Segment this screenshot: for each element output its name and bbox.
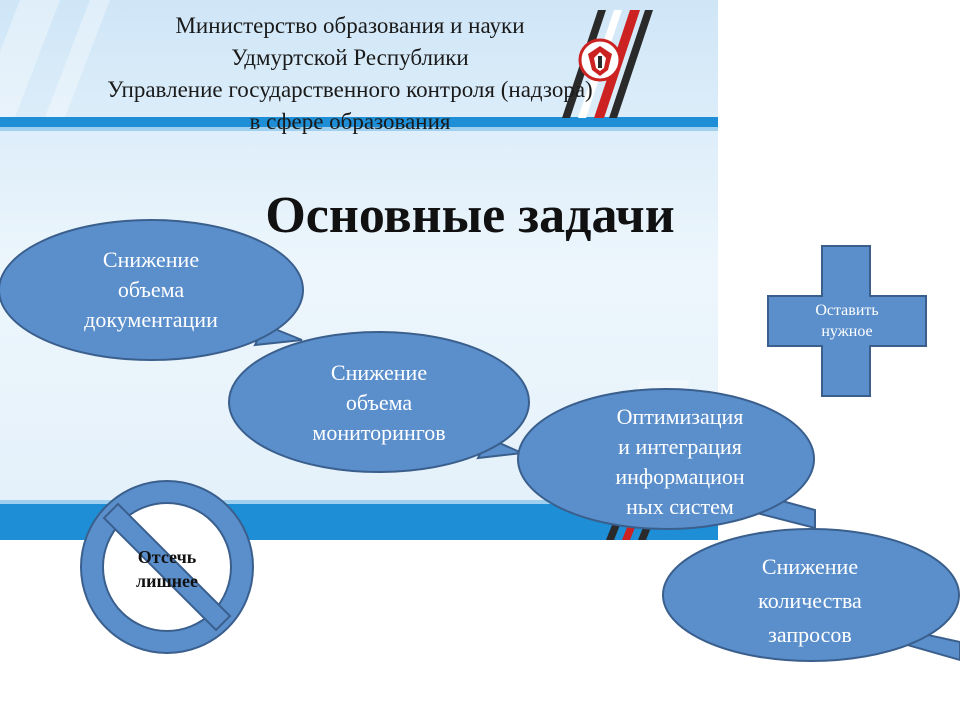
callout-requests: Снижение количества запросов xyxy=(690,550,930,652)
slide-title: Основные задачи xyxy=(265,187,675,244)
prohibition-line-2: лишнее xyxy=(135,571,198,591)
prohibition-icon xyxy=(80,480,254,654)
callout-shape-3 xyxy=(517,388,816,530)
plus-icon xyxy=(767,245,927,397)
callout-4-line-1: Снижение xyxy=(761,554,859,579)
callout-monitoring: Снижение объема мониторингов xyxy=(248,358,510,448)
callout-shape-2 xyxy=(228,331,530,473)
callout-4-line-3: запросов xyxy=(768,622,852,647)
plus-line-1: Оставить xyxy=(815,302,879,319)
plus-line-2: нужное xyxy=(821,323,873,340)
prohibition-sign-label: Отсечь лишнее xyxy=(102,545,232,593)
callout-optimization: Оптимизация и интеграция информацион ных… xyxy=(560,402,800,522)
header-line-4: в сфере образования xyxy=(249,109,451,134)
callout-3-line-3: информацион xyxy=(615,464,745,489)
callout-shape-4 xyxy=(662,528,960,662)
callout-2-line-2: объема xyxy=(345,390,413,415)
header-line-1: Министерство образования и науки xyxy=(175,13,525,38)
callout-3-line-2: и интеграция xyxy=(618,434,742,459)
prohibition-line-1: Отсечь xyxy=(137,547,197,567)
header-line-2: Удмуртской Республики xyxy=(231,45,469,70)
callout-2-line-3: мониторингов xyxy=(312,420,446,445)
header-line-3: Управление государственного контроля (на… xyxy=(107,77,593,102)
callout-shape-1 xyxy=(0,219,304,361)
callout-2-line-1: Снижение xyxy=(330,360,428,385)
top-band xyxy=(0,117,718,127)
callout-3-line-1: Оптимизация xyxy=(616,404,744,429)
callout-1-line-3: документации xyxy=(84,307,218,332)
callout-4-line-2: количества xyxy=(758,588,862,613)
callout-3-line-4: ных систем xyxy=(626,494,734,519)
callout-documentation: Снижение объема документации xyxy=(20,245,282,335)
emblem-icon xyxy=(578,38,622,82)
callout-1-line-2: объема xyxy=(117,277,185,302)
callout-1-line-1: Снижение xyxy=(102,247,200,272)
plus-sign-label: Оставить нужное xyxy=(770,300,924,342)
